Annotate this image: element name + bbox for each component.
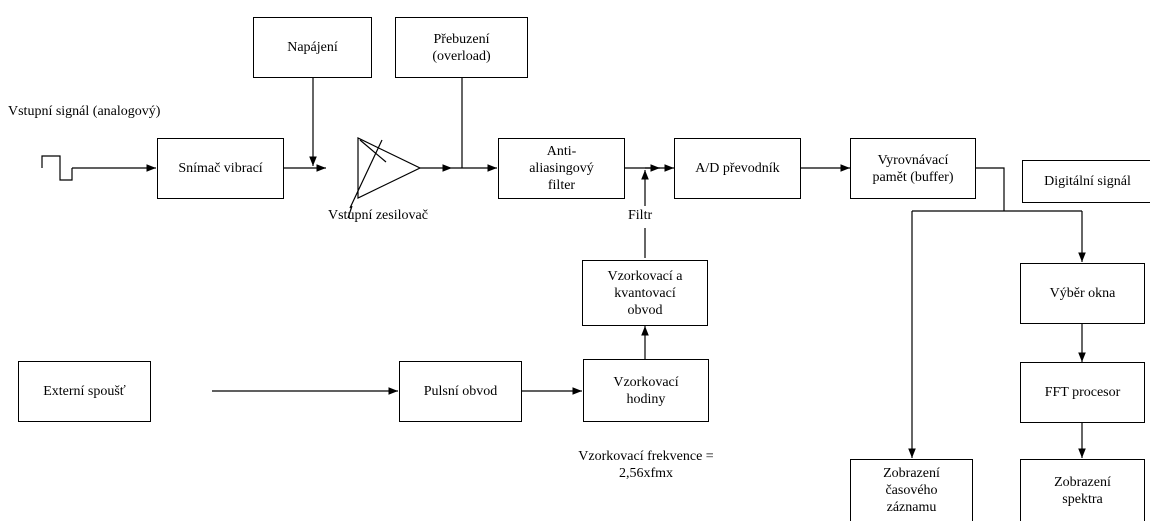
box-externi-spoust: Externí spoušť [18,361,151,422]
box-prebuzeni: Přebuzení (overload) [395,17,528,78]
box-casovy-zaznam: Zobrazení časového záznamu [850,459,973,521]
box-ad-prevodnik: A/D převodník [674,138,801,199]
label-vstupni-zesilovac: Vstupní zesilovač [328,208,428,223]
box-vyber-okna: Výběr okna [1020,263,1145,324]
label-vstupni-signal: Vstupní signál (analogový) [8,104,161,119]
box-antialiasing-filter: Anti- aliasingový filter [498,138,625,199]
box-fft-procesor: FFT procesor [1020,362,1145,423]
box-vzorkovaci-hodiny: Vzorkovací hodiny [583,359,709,422]
box-snimac-vibraci: Snímač vibrací [157,138,284,199]
box-pulsni-obvod: Pulsní obvod [399,361,522,422]
box-digitalni-signal: Digitální signál [1022,160,1150,203]
box-vzorkovaci-kvantovaci: Vzorkovací a kvantovací obvod [582,260,708,326]
amplifier-icon [357,137,422,199]
box-spektrum: Zobrazení spektra [1020,459,1145,521]
input-signal-symbol [41,155,73,181]
box-napajeni: Napájení [253,17,372,78]
label-vzorkovaci-frekvence: Vzorkovací frekvence = 2,56xfmx [578,449,714,481]
box-buffer: Vyrovnávací pamět (buffer) [850,138,976,199]
label-filtr: Filtr [628,208,653,223]
buffer-output-line [976,167,1005,211]
